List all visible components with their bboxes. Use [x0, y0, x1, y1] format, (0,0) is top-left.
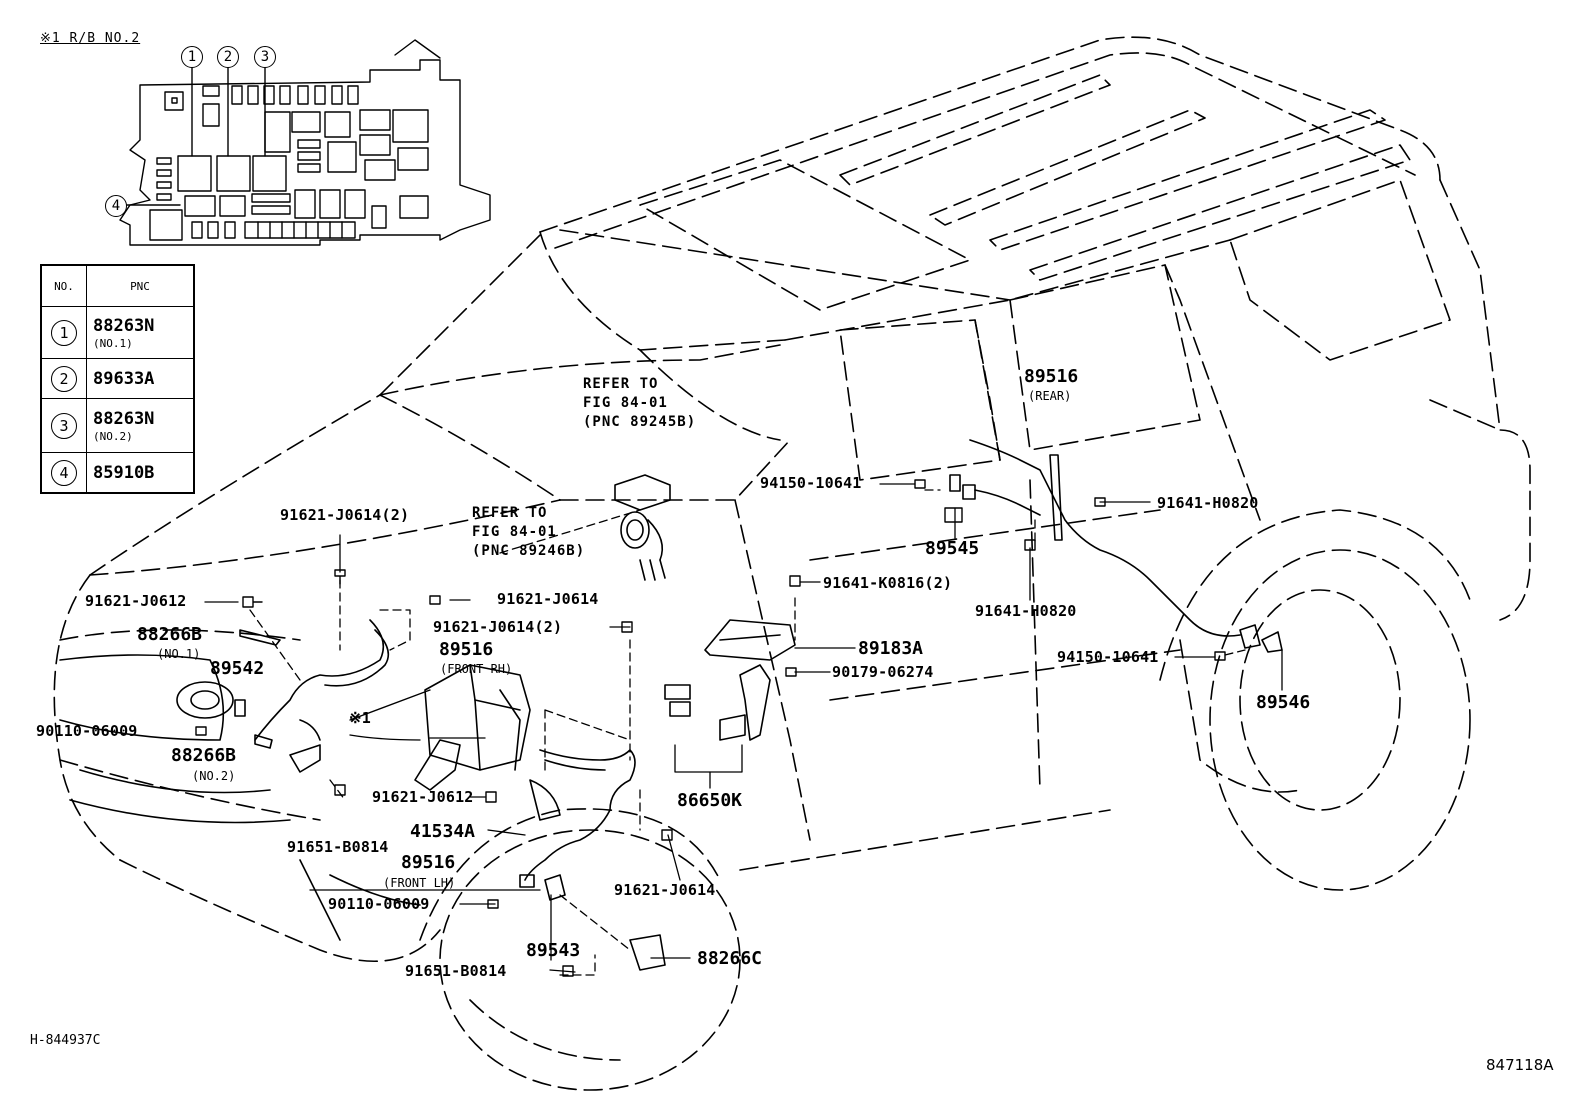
ecu-drawing — [664, 619, 796, 741]
front-fascia — [59, 654, 421, 941]
part-label-90110-06009-upper: 90110-06009 — [36, 722, 138, 740]
part-label-91651-b0814-lower: 91651-B0814 — [405, 962, 507, 980]
junction-box-drawing — [414, 664, 531, 791]
front-rh-harness — [234, 619, 390, 773]
relay-block-callout-4: 4 — [105, 195, 127, 217]
table-row: 4 85910B — [40, 452, 195, 494]
part-label-91621-j0612-upper: 91621-J0612 — [85, 592, 187, 610]
pnc-row-number: 1 — [51, 319, 77, 346]
relay-block-callout-1: 1 — [181, 46, 203, 68]
part-label-41534a: 41534A — [410, 821, 476, 842]
pnc-header-no: NO. — [40, 264, 87, 307]
part-label-89543: 89543 — [526, 940, 581, 961]
pnc-row-note: (NO.2) — [93, 429, 133, 443]
pnc-row-code: 89633A — [93, 368, 155, 389]
pnc-table-header: NO. PNC — [40, 264, 195, 307]
part-label-86650k: 86650K — [677, 790, 743, 811]
pnc-row-code: 88263N — [93, 315, 155, 336]
spiral-cable-drawing — [614, 474, 671, 581]
table-row: 1 88263N(NO.1) — [40, 306, 195, 359]
rear-harness — [949, 439, 1283, 653]
leader-lines — [204, 483, 1283, 973]
part-label-89516-rear: 89516 — [1024, 366, 1079, 387]
part-label-94150-10641-upper: 94150-10641 — [760, 474, 862, 492]
part-label-91641-h0820-center: 91641-H0820 — [975, 602, 1077, 620]
part-label-90110-06009-lower: 90110-06009 — [328, 895, 430, 913]
part-label-91641-k0816-2: 91641-K0816(2) — [823, 574, 953, 592]
bolt-glyphs — [195, 479, 1226, 977]
part-label-89516-rear-note: (REAR) — [1028, 389, 1072, 403]
table-row: 3 88263N(NO.2) — [40, 398, 195, 453]
pnc-row-number: 4 — [51, 459, 77, 486]
relay-block-title: ※1 R/B NO.2 — [40, 31, 141, 46]
part-label-91621-j0614-lower: 91621-J0614 — [614, 881, 716, 899]
part-label-88266b-no2: 88266B — [171, 745, 237, 766]
pnc-table: NO. PNC 1 88263N(NO.1) 2 89633A 3 88263N… — [40, 264, 195, 494]
part-label-94150-10641-lower: 94150-10641 — [1057, 648, 1159, 666]
part-label-89516-front-lh: 89516 — [401, 852, 456, 873]
part-label-89516-front-rh: 89516 — [439, 639, 494, 660]
reference-note-89246b: REFER TO FIG 84-01 (PNC 89246B) — [472, 505, 586, 559]
part-label-90179-06274: 90179-06274 — [832, 663, 934, 681]
part-label-91621-j0612-lower: 91621-J0612 — [372, 788, 474, 806]
table-row: 2 89633A — [40, 358, 195, 399]
vehicle-body-outline — [53, 36, 1531, 1091]
relay-block-drawing — [119, 39, 491, 246]
part-label-88266b-no1-note: (NO.1) — [157, 647, 201, 661]
relay-block-callout-3: 3 — [254, 46, 276, 68]
reference-note-89245b: REFER TO FIG 84-01 (PNC 89245B) — [583, 376, 697, 430]
pnc-header-pnc: PNC — [86, 264, 195, 307]
part-label-89542: 89542 — [210, 658, 265, 679]
relay-block-callout-2: 2 — [217, 46, 239, 68]
pnc-row-code: 88263N — [93, 408, 155, 429]
part-label-88266b-no1: 88266B — [137, 624, 203, 645]
part-label-91651-b0814-upper: 91651-B0814 — [287, 838, 389, 856]
part-label-89516-front-lh-note: (FRONT LH) — [383, 876, 456, 890]
part-label-88266b-no2-note: (NO.2) — [192, 769, 236, 783]
part-label-91621-j0614-2-upper: 91621-J0614(2) — [280, 506, 410, 524]
pnc-row-code: 85910B — [93, 462, 155, 483]
part-label-89516-front-rh-note: (FRONT RH) — [440, 662, 513, 676]
pnc-row-number: 3 — [51, 412, 77, 439]
part-label-91641-h0820-right: 91641-H0820 — [1157, 494, 1259, 512]
footer-right-code: 847118A — [1486, 1056, 1554, 1074]
part-label-91621-j0614-mid: 91621-J0614 — [497, 590, 599, 608]
footer-left-code: H-844937C — [30, 1033, 101, 1048]
part-label-relay-block-ref: ※1 — [349, 709, 371, 727]
part-label-89183a: 89183A — [858, 638, 924, 659]
pnc-row-number: 2 — [51, 365, 77, 392]
part-label-89546: 89546 — [1256, 692, 1311, 713]
part-label-91621-j0614-2-lower: 91621-J0614(2) — [433, 618, 563, 636]
part-label-88266c: 88266C — [697, 948, 763, 969]
front-lh-harness — [519, 749, 666, 971]
pnc-row-note: (NO.1) — [93, 336, 133, 350]
dashed-reference-lines — [249, 489, 1246, 976]
part-label-89545: 89545 — [925, 538, 980, 559]
